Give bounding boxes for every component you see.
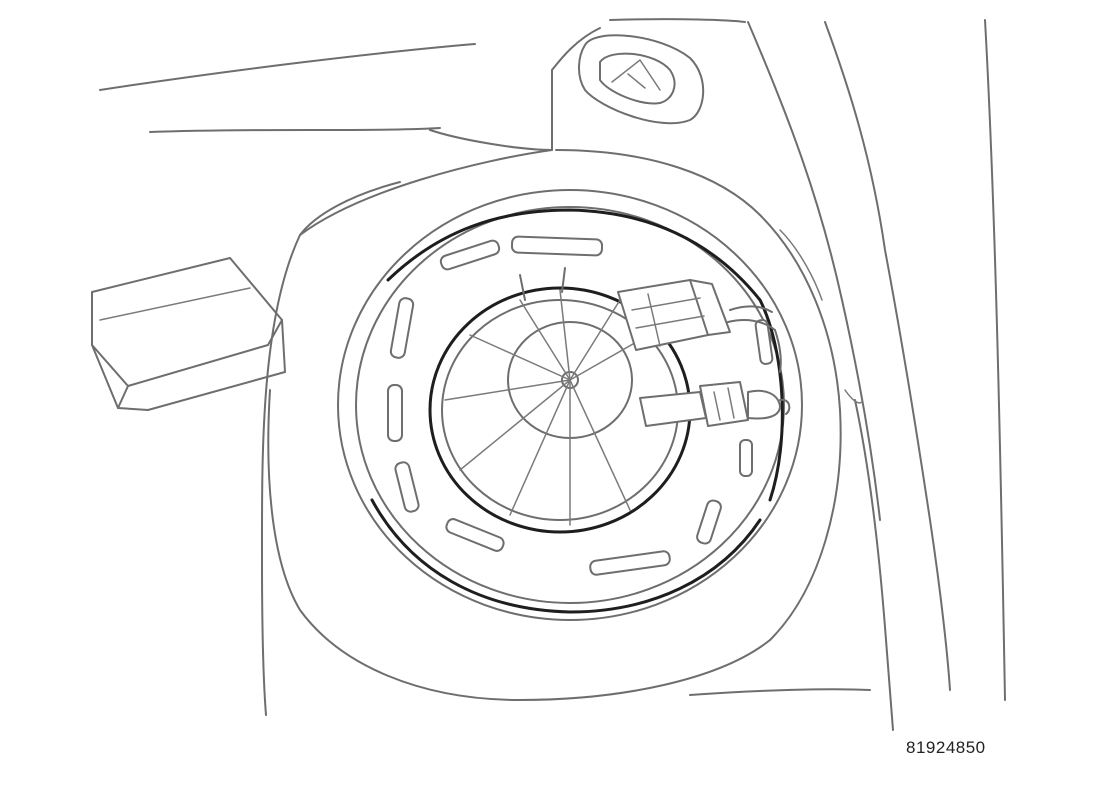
left-bracket xyxy=(91,257,286,411)
drain-grommet xyxy=(578,34,705,125)
figure-id-label: 81924850 xyxy=(906,738,986,757)
pump-electrical-connector xyxy=(617,279,782,373)
body-crease-lines xyxy=(779,229,863,404)
body-panel-lines xyxy=(99,18,1006,731)
pump-ribs xyxy=(444,289,641,526)
mounting-ring xyxy=(337,189,803,621)
retaining-ring-slots xyxy=(387,235,774,576)
pump-housing xyxy=(260,27,842,716)
fuel-line-connector xyxy=(639,381,791,427)
